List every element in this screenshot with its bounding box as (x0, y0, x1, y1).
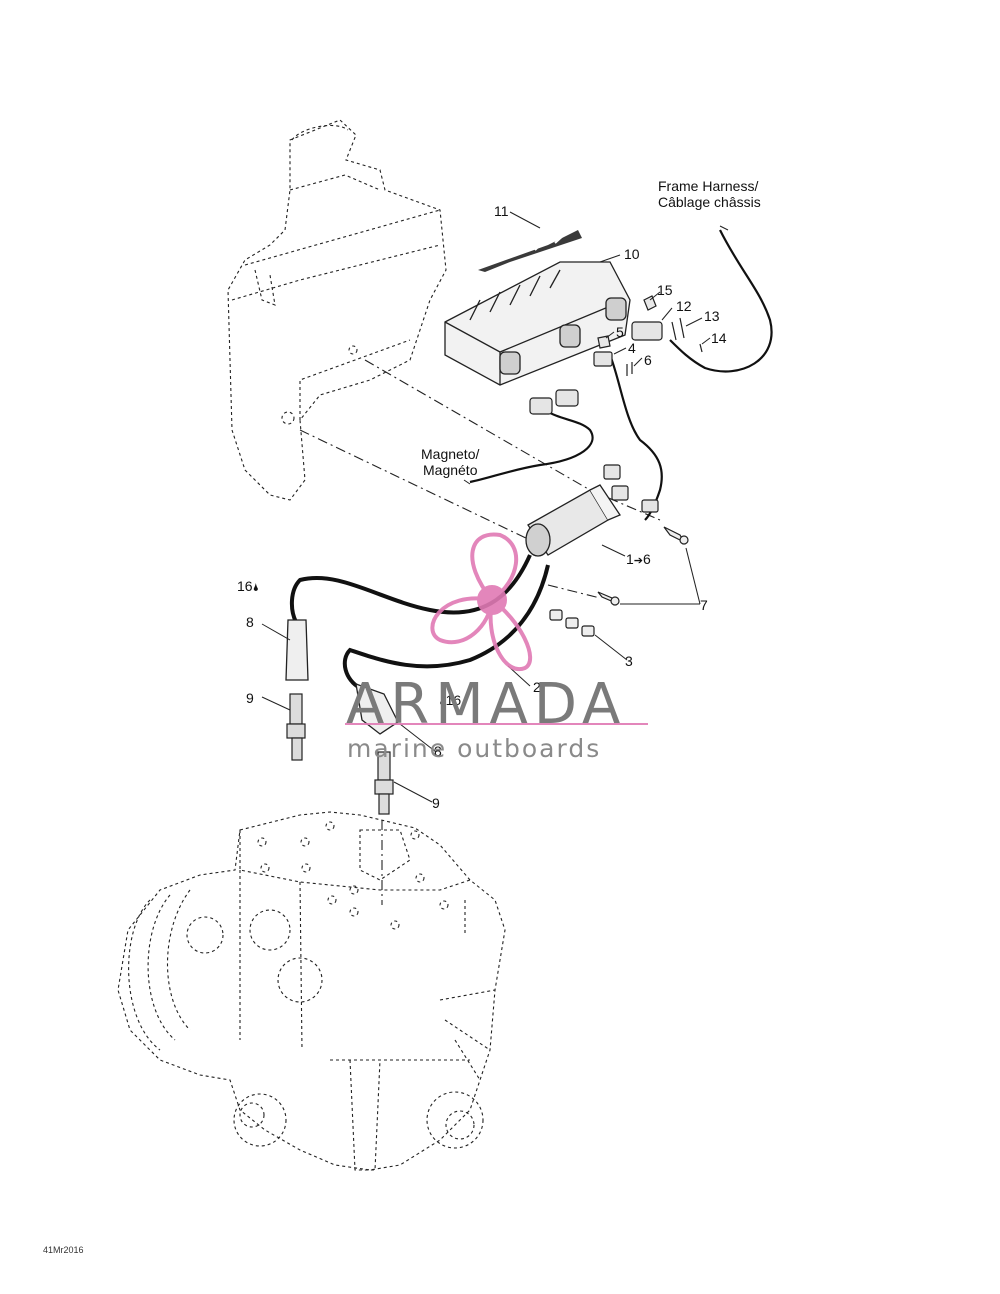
callout-16-left: 16🌢 (237, 578, 259, 596)
callout-16-right: 🌢16 (439, 692, 461, 710)
callout-10: 10 (624, 246, 640, 262)
lubricant-drop-icon: 🌢 (439, 696, 446, 708)
connectors (529, 321, 663, 513)
callout-3: 3 (625, 653, 633, 669)
watermark-brand: ARMADA (346, 672, 627, 737)
frame-harness-caption-en: Frame Harness/ (658, 178, 759, 194)
callout-7: 7 (700, 597, 708, 613)
watermark-logo (345, 532, 648, 725)
callout-16-right-number: 16 (445, 692, 462, 708)
spark-plugs (286, 693, 394, 815)
callout-1-range-end: 6 (643, 551, 651, 567)
callout-1: 1 (626, 551, 634, 567)
engine-block (117, 811, 506, 1171)
callout-12: 12 (676, 298, 692, 314)
callout-15: 15 (657, 282, 673, 298)
oil-reservoir (227, 119, 447, 501)
callout-1-to-6: 1➔6 (626, 551, 651, 569)
callout-9-left: 9 (246, 690, 254, 706)
callout-16-left-number: 16 (237, 578, 253, 594)
callout-11: 11 (494, 203, 509, 219)
figure-code: 41Mr2016 (43, 1245, 84, 1255)
callout-2: 2 (533, 679, 541, 695)
callout-8-right: 8 (434, 743, 442, 759)
callout-5: 5 (616, 324, 624, 340)
callout-4: 4 (628, 340, 636, 356)
lubricant-drop-icon: 🌢 (252, 582, 260, 594)
frame-harness-caption-fr: Câblage châssis (658, 194, 761, 210)
callout-9-right: 9 (432, 795, 440, 811)
watermark-tagline: marine outboards (347, 734, 602, 763)
decal (478, 230, 582, 272)
range-arrow-icon: ➔ (633, 555, 644, 567)
callout-13: 13 (704, 308, 720, 324)
ignition-coil (525, 484, 621, 557)
spark-plug-caps (285, 619, 399, 735)
callout-14: 14 (711, 330, 727, 346)
callout-6: 6 (644, 352, 652, 368)
callout-8-left: 8 (246, 614, 254, 630)
cdi-module (444, 261, 631, 386)
magneto-caption-fr: Magnéto (423, 462, 478, 478)
magneto-caption-en: Magneto/ (421, 446, 480, 462)
